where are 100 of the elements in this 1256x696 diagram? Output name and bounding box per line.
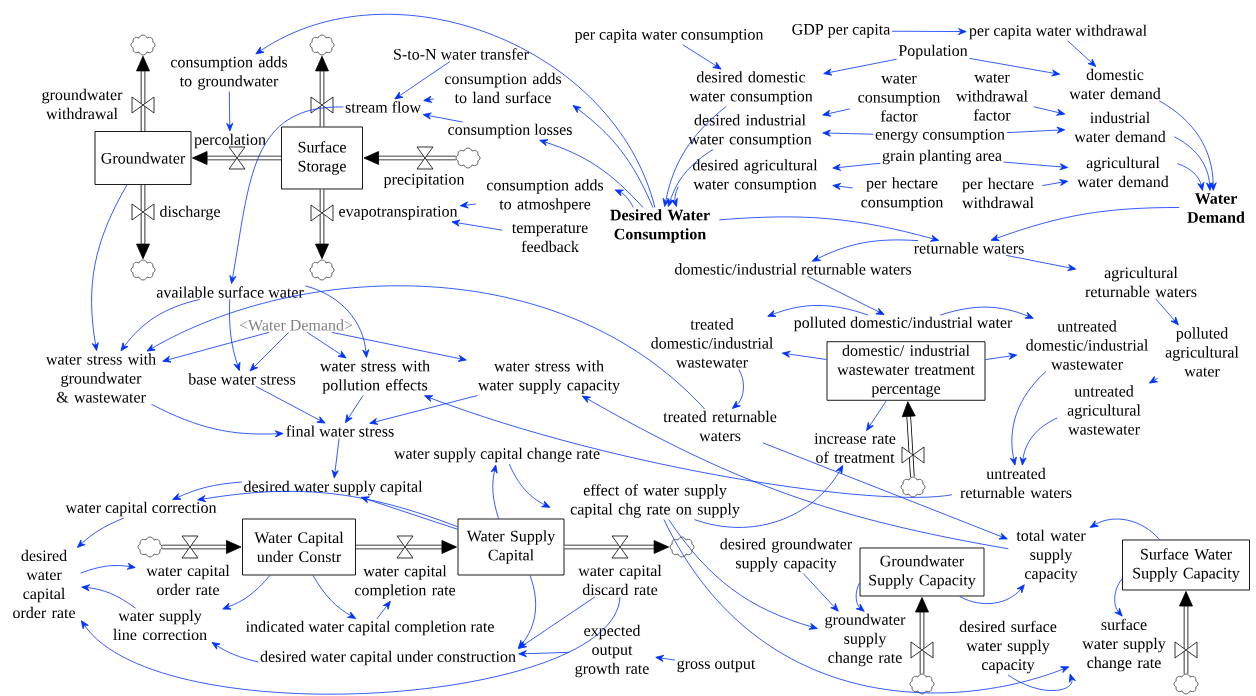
arrow [1009,370,1047,466]
arrow [459,201,477,209]
arrow [985,352,1018,360]
variable-label: desired water capital under construction [260,650,516,666]
flow-pipe [915,597,929,674]
arrow [146,285,706,410]
cloud-icon [909,673,935,695]
variable-label: desired industrial water consumption [688,114,812,148]
arrow [832,162,881,171]
variable-label: water supply capital change rate [393,447,600,463]
variable-label: domestic water demand [1069,68,1161,100]
flow-pipe [162,540,242,554]
arrow [1019,417,1058,466]
arrow [682,44,722,70]
variable-label: indicated water capital completion rate [245,620,494,636]
arrow [694,465,844,528]
variable-label: S-to-N water transfer [394,48,529,60]
variable-label: water stress with groundwater & wastewater [45,353,156,403]
arrow [832,183,854,190]
arrow [162,331,270,363]
arrow [80,596,621,695]
arrow [490,464,499,519]
arrow [807,275,885,315]
arrow [668,519,818,630]
arrow [211,642,259,663]
arrow [451,219,503,231]
cloud-icon [1173,673,1199,695]
arrow [655,654,676,662]
arrow [822,108,851,117]
arrow [572,105,654,208]
arrow [1155,298,1179,326]
arrow [81,584,136,609]
arrow [663,519,1070,694]
arrow [866,400,887,431]
arrow [91,184,128,351]
variable-label: final water stress [286,425,394,437]
variable-label: water capital order rate [146,564,230,596]
stock-box: Surface Storage [281,126,363,190]
arrow [331,331,467,362]
variable-label: GDP per capita [792,24,891,38]
cloud-icon [669,536,695,558]
arrow [345,395,364,424]
arrow [811,239,919,262]
arrow [1005,254,1077,272]
arrow [1158,100,1217,191]
variable-label: treated domestic/industrial wastewater [651,318,774,368]
variable-label: desired water supply capital [244,480,423,496]
variable-label: gross output [677,659,756,673]
arrow [581,395,1009,550]
arrow [376,600,391,620]
arrow [822,129,874,137]
arrow [423,95,435,103]
flow-pipe [192,151,282,165]
variable-label: consumption adds to atmoshpere [486,179,604,213]
variable-label: Water Demand [1187,193,1245,223]
arrow [369,395,478,425]
flow-pipe [901,401,916,477]
arrow [255,385,326,424]
arrow [1033,106,1066,116]
arrow [1114,578,1123,617]
flow-pipe [363,151,456,165]
arrow [312,575,357,619]
arrow [614,189,634,208]
variable-label: untreated agricultural wastewater [1067,385,1141,435]
variable-label: grain planting area [882,149,1002,165]
flow-pipe [136,55,150,132]
arrow [151,403,284,438]
variable-label: agricultural returnable waters [1085,266,1197,298]
variable-label: per hectare consumption [861,177,944,211]
arrow [1173,136,1214,191]
variable-label: effect of water supply capital chg rate on supply [570,484,740,518]
variable-label: water stress with pollution effects [319,360,430,394]
variable-label: temperature feedback [511,223,588,253]
arrow [331,438,340,479]
variable-label: consumption losses [448,123,572,139]
variable-label: desired groundwater supply capacity [720,538,853,572]
arrow [823,58,898,76]
cloud-icon [309,259,335,281]
arrow [667,149,714,207]
arrow [1089,518,1160,540]
arrow [718,216,940,242]
arrow [762,442,1008,540]
arrow [518,650,570,658]
arrow [226,91,234,132]
arrow [305,285,370,358]
variable-label: polluted agricultural water [1165,327,1239,377]
flow-pipe [355,540,457,554]
variable-label: per capita water consumption [574,29,764,43]
stock-box: Water Capital under Constr [242,518,356,576]
variable-label: Population [898,44,968,60]
arrow [172,481,243,500]
arrow [939,306,1034,319]
variable-label: polluted domestic/industrial water [793,316,1013,332]
variable-label: agricultural water demand [1077,156,1169,188]
arrow [802,573,839,612]
variable-label: groundwater supply change rate [825,613,906,667]
arrow [990,207,1180,241]
arrow [1003,161,1069,171]
arrow [855,582,865,612]
variable-label: consumption adds to groundwater [170,56,288,90]
